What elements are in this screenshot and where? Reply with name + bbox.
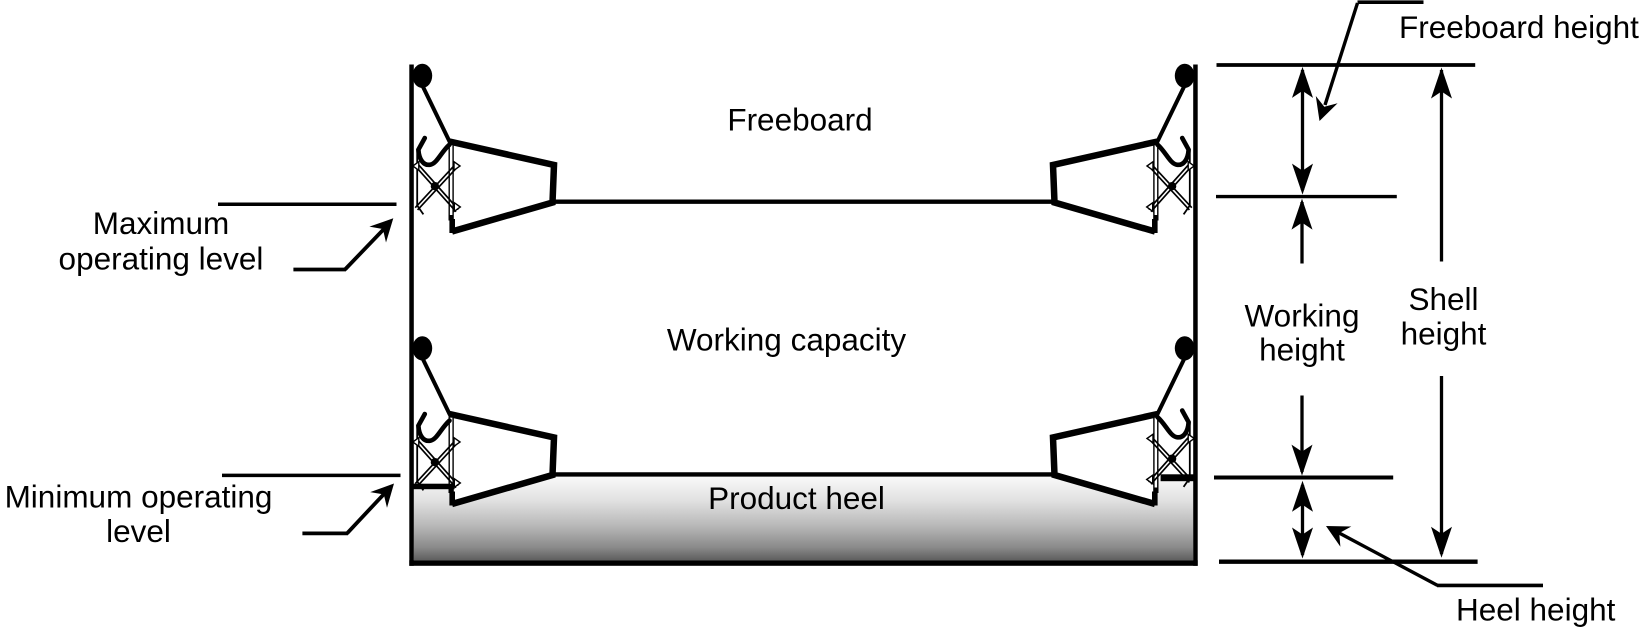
svg-text:Freeboard height: Freeboard height (1399, 9, 1639, 45)
svg-text:operating level: operating level (59, 241, 264, 277)
svg-text:Product heel: Product heel (708, 480, 885, 516)
svg-text:Working capacity: Working capacity (667, 321, 907, 357)
svg-text:Maximum: Maximum (93, 205, 230, 241)
svg-text:Minimum operating: Minimum operating (5, 479, 273, 515)
svg-text:Freeboard: Freeboard (727, 102, 872, 138)
svg-text:height: height (1401, 316, 1487, 352)
svg-text:level: level (106, 513, 171, 549)
svg-text:height: height (1259, 332, 1345, 368)
svg-text:Working: Working (1245, 298, 1360, 334)
svg-text:Shell: Shell (1408, 281, 1478, 317)
svg-text:Heel height: Heel height (1456, 591, 1616, 627)
